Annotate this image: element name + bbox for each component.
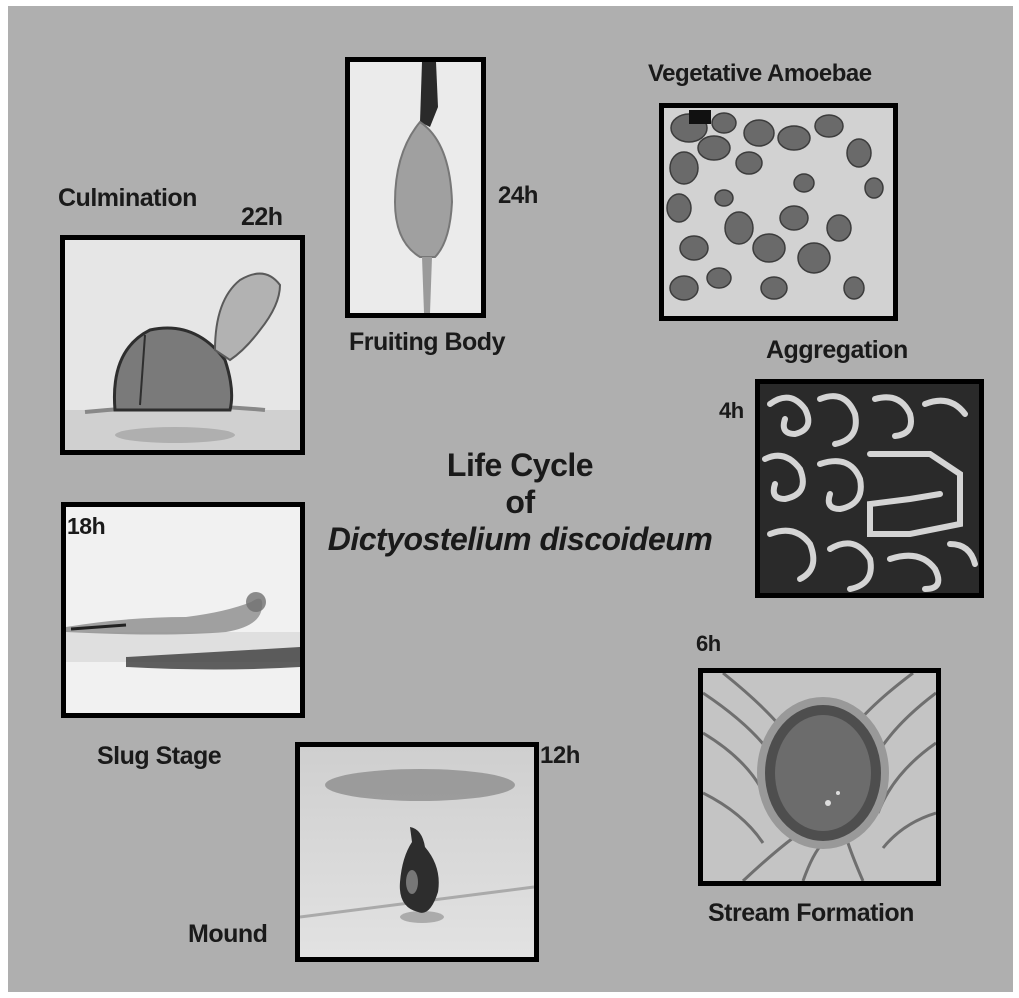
stream-label: Stream Formation xyxy=(708,901,914,926)
mound-photo xyxy=(295,742,539,962)
slug-label: Slug Stage xyxy=(97,744,221,769)
title-line-1: Life Cycle xyxy=(300,447,740,484)
aggregation-time: 4h xyxy=(719,400,744,422)
stream-time: 6h xyxy=(696,633,721,655)
aggregation-photo xyxy=(755,379,984,598)
diagram-title: Life Cycle of Dictyostelium discoideum xyxy=(300,447,740,558)
fruiting-time: 24h xyxy=(498,184,538,208)
vegetative-amoebae-photo xyxy=(659,103,898,321)
culmination-time: 22h xyxy=(241,205,283,230)
aggregation-label: Aggregation xyxy=(766,338,908,363)
mound-label: Mound xyxy=(188,922,267,947)
title-species: Dictyostelium discoideum xyxy=(300,521,740,558)
culmination-photo xyxy=(60,235,305,455)
slug-time: 18h xyxy=(67,515,105,538)
fruiting-body-photo xyxy=(345,57,486,318)
stream-formation-photo xyxy=(698,668,941,886)
fruiting-label: Fruiting Body xyxy=(349,330,505,355)
slug-photo: 18h xyxy=(61,502,305,718)
culmination-label: Culmination xyxy=(58,186,197,211)
vegetative-label: Vegetative Amoebae xyxy=(648,62,872,86)
mound-time: 12h xyxy=(540,744,580,768)
title-line-2: of xyxy=(300,484,740,521)
